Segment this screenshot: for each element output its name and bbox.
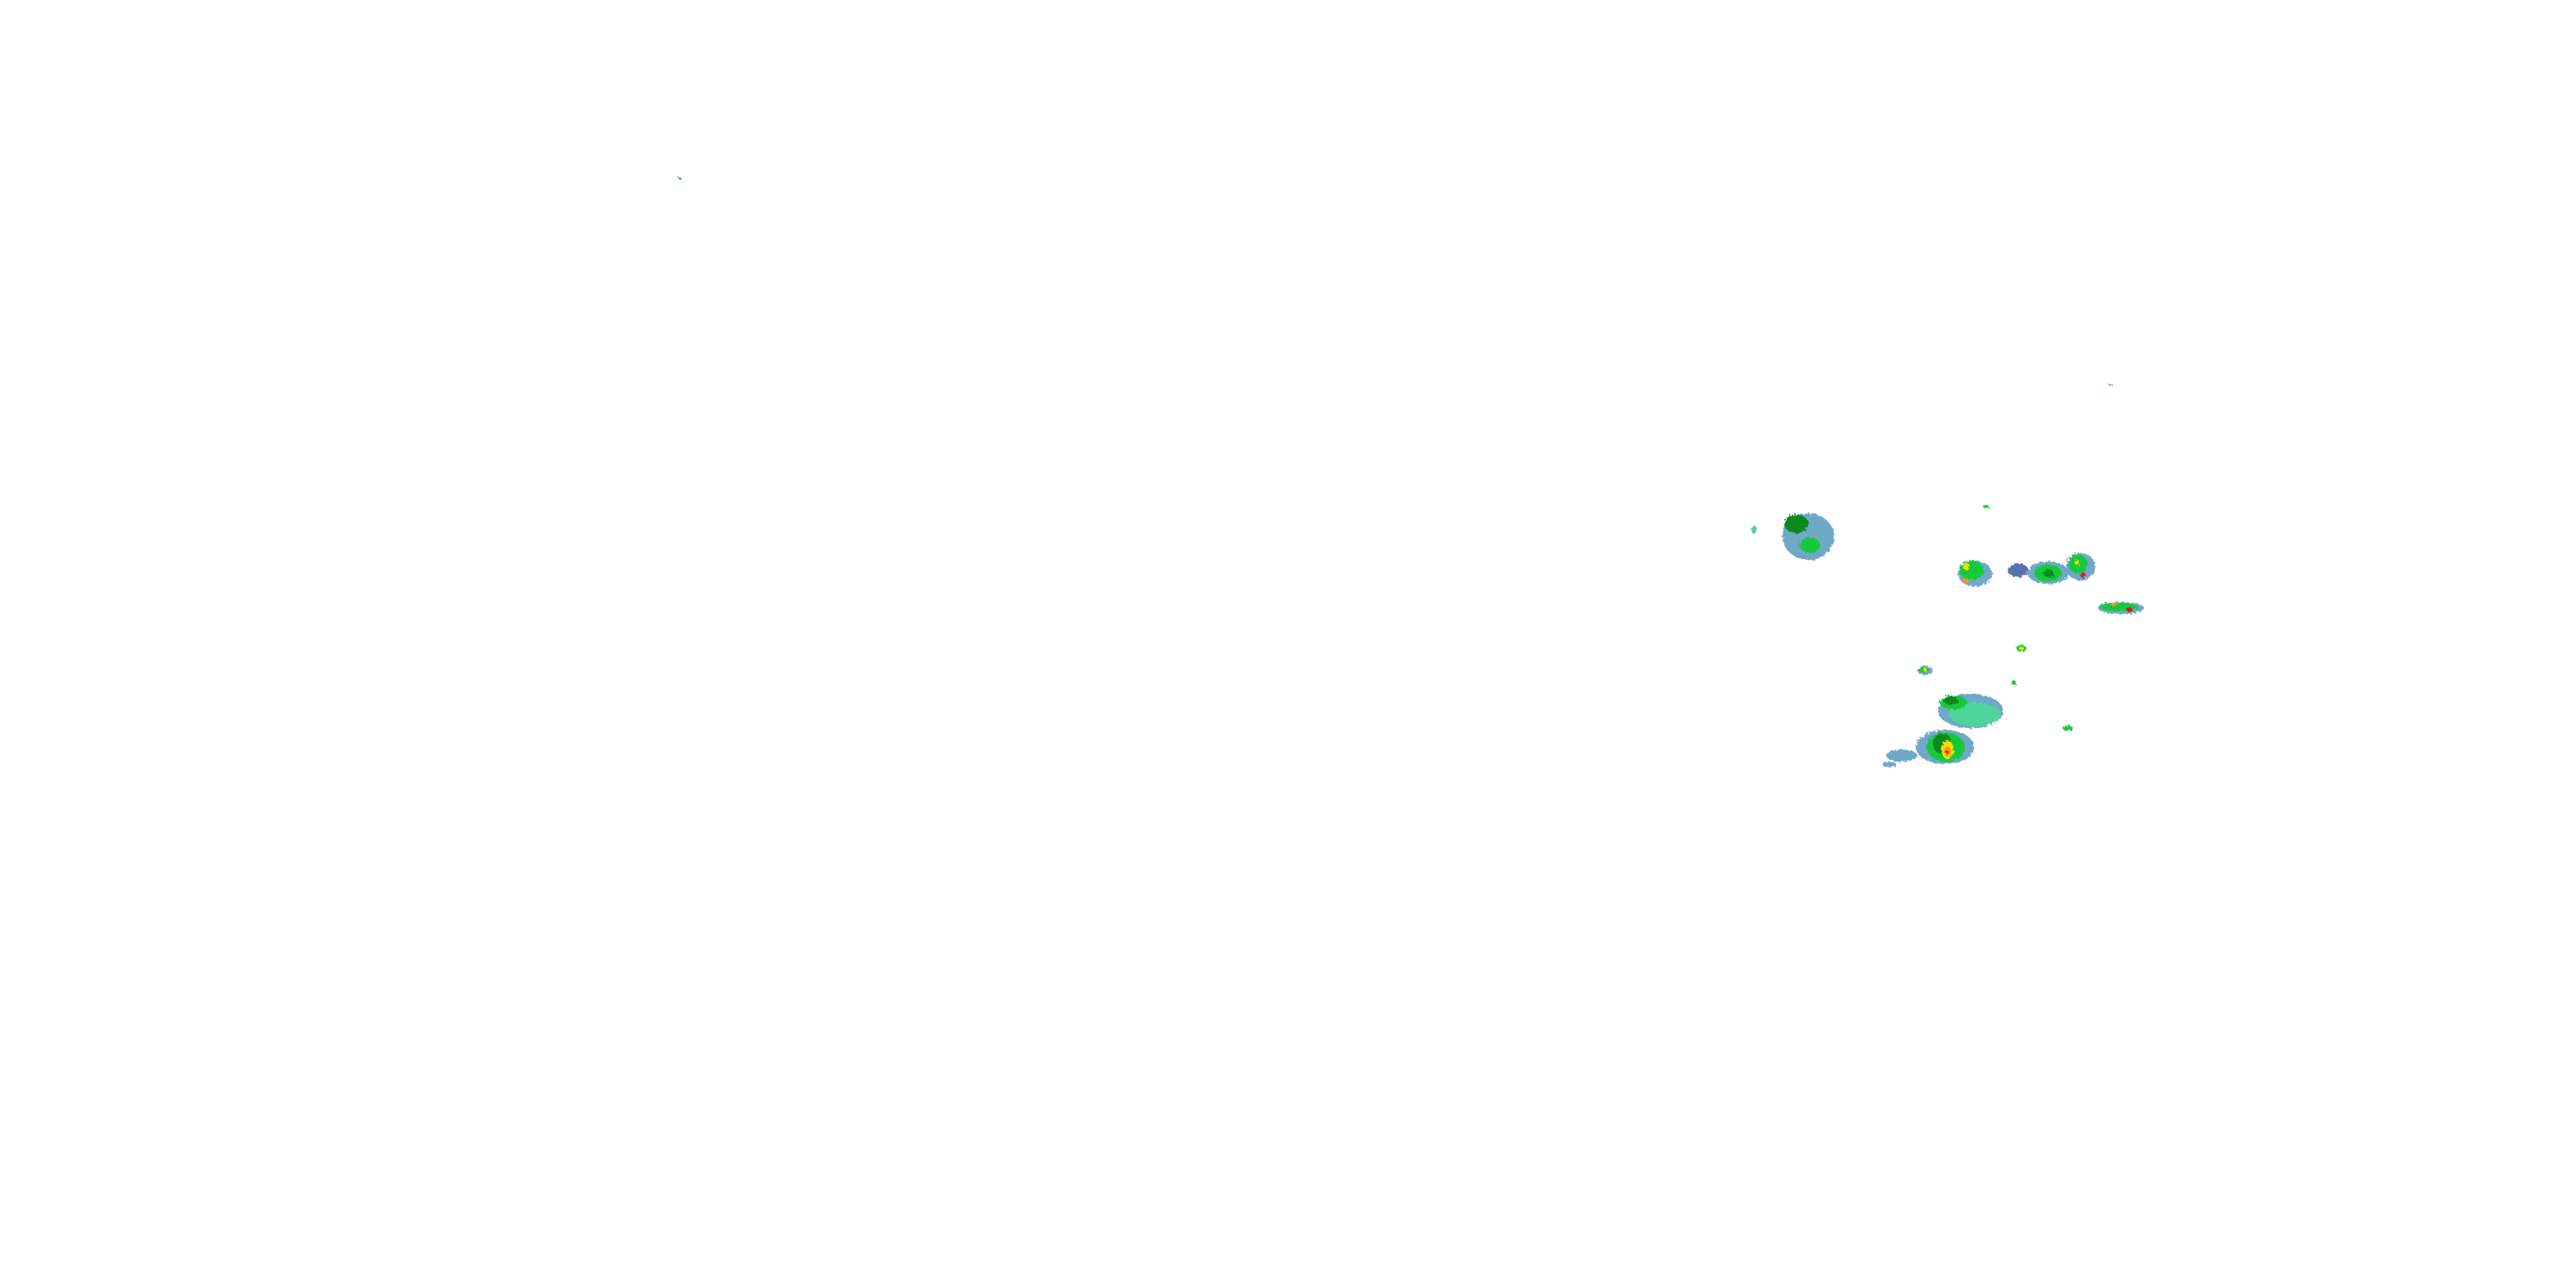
- echo-core: [1963, 578, 1968, 583]
- echo-speck: [2011, 680, 2016, 685]
- echo-core: [2127, 607, 2132, 612]
- echo-core: [2044, 569, 2054, 578]
- echo-speck: [2108, 384, 2113, 386]
- echo-cell: [2063, 726, 2073, 731]
- echo-core: [1800, 538, 1820, 553]
- echo-streak: [1886, 750, 1917, 762]
- echo-core: [1923, 668, 1927, 671]
- echo-speck: [678, 178, 682, 179]
- echo-streak: [1882, 762, 1896, 767]
- echo-stratiform: [1949, 702, 2001, 726]
- echo-core: [1784, 514, 1808, 533]
- echo-core: [1946, 750, 1949, 754]
- echo-core: [1963, 563, 1970, 570]
- echo-stratiform: [2008, 563, 2028, 577]
- echo-core: [2111, 603, 2117, 606]
- echo-speck: [1983, 505, 1990, 508]
- echo-core: [1944, 696, 1958, 705]
- echo-core: [2075, 560, 2080, 565]
- echo-speck: [1752, 526, 1757, 534]
- echo-core: [2081, 573, 2086, 578]
- echo-core: [1959, 561, 1984, 580]
- echo-core: [2100, 603, 2138, 611]
- echo-core: [2019, 647, 2024, 650]
